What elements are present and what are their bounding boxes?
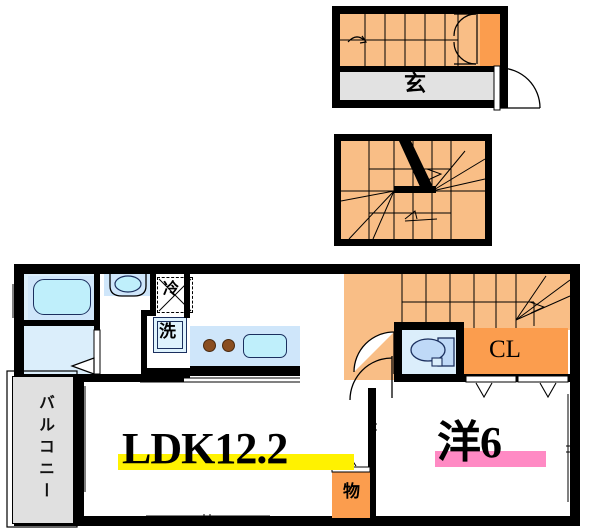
balcony-bottom-wall: [74, 518, 374, 526]
closet-label: CL: [489, 336, 521, 363]
fridge-label: 冷: [163, 279, 180, 298]
wc-right-wall: [456, 322, 464, 382]
storage-fill: [332, 470, 370, 518]
genkan-label: 玄: [404, 72, 427, 97]
storage-label: 物: [343, 482, 360, 502]
kitchen-divider-wall: [184, 264, 190, 318]
balcony-separator-wall: [74, 374, 84, 526]
kitchen-counter-edge-wall: [190, 366, 300, 376]
room-highlight: [435, 451, 546, 467]
lavatory-basin: [109, 274, 147, 297]
main-plan: 冷 洗: [0, 258, 600, 532]
lavatory-top-wall: [100, 264, 184, 274]
ldk-label: LDK12.2: [122, 424, 288, 473]
balcony-rail: [6, 370, 78, 528]
stove-burner-left: [203, 339, 216, 352]
room-east-window[interactable]: [564, 394, 580, 502]
bath-right-wall: [94, 274, 100, 326]
bathtub: [33, 279, 91, 315]
bath-door[interactable]: [70, 328, 102, 378]
main-outer-wall-left-upper: [14, 264, 24, 374]
washer-label: 洗: [159, 322, 176, 342]
shoe-closet-fill: [480, 14, 500, 66]
washer-inner: [157, 321, 183, 349]
ldk-room-partition-jamb: [368, 392, 377, 462]
ldk-highlight: [118, 454, 354, 470]
cl-double-door[interactable]: [464, 375, 570, 399]
front-door[interactable]: [492, 64, 546, 114]
ldk-hall-door[interactable]: [346, 354, 398, 406]
toilet-fixture: [410, 337, 455, 367]
main-outer-wall-top: [14, 264, 580, 274]
stove-burner-right: [222, 339, 235, 352]
balcony-label: バルコニー: [36, 394, 55, 504]
washer-left-wall: [141, 310, 147, 374]
bath-window[interactable]: [10, 284, 26, 318]
winder-stair-treads: [340, 141, 486, 240]
dressing-bottom-wall: [14, 374, 184, 382]
room-label: 洋6: [437, 418, 502, 467]
closet-double-door[interactable]: [452, 12, 486, 68]
wc-bottom-wall: [394, 374, 462, 382]
corridor-left-wall: [150, 274, 156, 316]
bath-partition-wall: [24, 320, 100, 326]
washer-bottom-wall: [141, 368, 190, 378]
kitchen-sink: [243, 334, 287, 358]
kitchen-front-line: [140, 377, 300, 383]
balcony-floor: [12, 376, 74, 524]
upper-stair-treads: [401, 274, 571, 330]
wc-door[interactable]: [352, 330, 396, 380]
wc-top-wall: [394, 322, 462, 330]
dressing-left-wall: [14, 326, 24, 382]
closet-fill: [464, 328, 568, 374]
wc-left-wall: [394, 322, 402, 382]
balcony-sliding-door[interactable]: [72, 386, 88, 492]
corridor-stub-wall: [141, 310, 156, 316]
storage-right-wall: [368, 388, 376, 526]
entrance-plan: 玄: [332, 6, 541, 111]
genkan-floor: [340, 72, 500, 100]
stair-plan: [334, 134, 492, 246]
closet-bottom-wall: [464, 374, 570, 382]
main-outer-wall-right: [570, 264, 580, 526]
